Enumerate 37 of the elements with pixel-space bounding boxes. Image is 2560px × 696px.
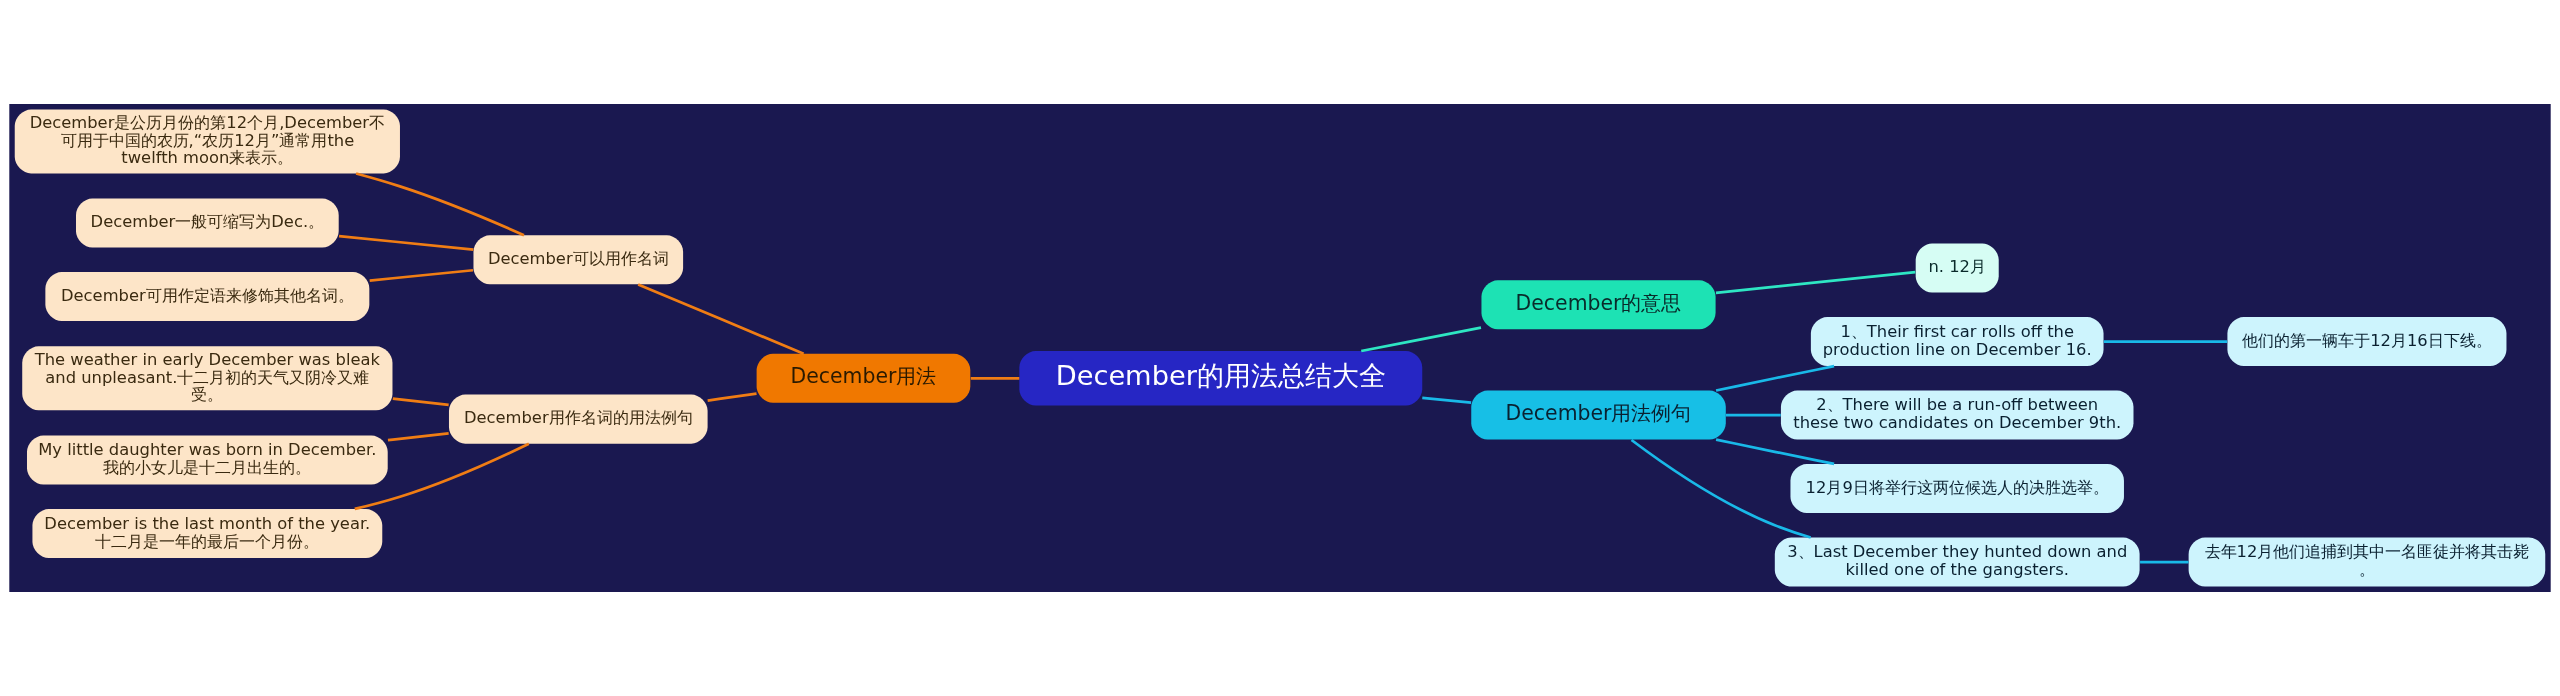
connector xyxy=(1422,396,1472,405)
connector xyxy=(1715,364,1835,392)
node-box: December用法例句 xyxy=(1471,390,1726,440)
node-box: December的用法总结大全 xyxy=(1019,351,1423,406)
node-box: December可用作定语来修饰其他名词。 xyxy=(45,272,370,322)
connector xyxy=(1715,438,1835,466)
node-box: 12月9日将举行这两位候选人的决胜选举。 xyxy=(1790,464,2124,514)
node-box: 1、Their first car rolls off the production line on December 16. xyxy=(1810,317,2104,367)
node-box: n. 12月 xyxy=(1915,243,1999,293)
node-box: 他们的第一辆车于12月16日下线。 xyxy=(2227,317,2507,367)
connector xyxy=(1715,270,1916,295)
node-box: December is the last month of the year.十二月是一年的最后一个月份。 xyxy=(32,508,383,558)
node-box: December用法 xyxy=(756,353,971,403)
connector xyxy=(355,172,525,237)
connector xyxy=(1361,326,1482,353)
connector xyxy=(970,376,1020,380)
connector xyxy=(392,397,449,407)
connector xyxy=(2103,340,2228,343)
connector xyxy=(1630,438,1812,539)
node-box: December一般可缩写为Dec.。 xyxy=(76,198,339,248)
node-box: December是公历月份的第12个月,December不可用于中国的农历,“农历12月”通常用the twelfth moon来表示。 xyxy=(14,109,400,174)
connector xyxy=(1725,413,1781,417)
connector xyxy=(707,392,757,402)
connector xyxy=(338,234,474,251)
connector xyxy=(387,432,449,442)
connector xyxy=(637,283,805,356)
connector xyxy=(2140,560,2189,564)
node-box: 3、Last December they hunted down and killed one of the gangsters. xyxy=(1774,537,2140,587)
node-box: My little daughter was born in December.我的小女儿是十二月出生的。 xyxy=(27,435,388,485)
node-box: 去年12月他们追捕到其中一名匪徒并将其击毙。 xyxy=(2188,537,2546,587)
node-box: 2、There will be a run-off between these two candidates on December 9th. xyxy=(1780,390,2134,440)
connector xyxy=(369,268,474,282)
node-box: December的意思 xyxy=(1481,280,1716,330)
node-box: December用作名词的用法例句 xyxy=(448,394,708,444)
node-box: December可以用作名词 xyxy=(473,235,684,285)
node-box: The weather in early December was bleak and unpleasant.十二月初的天气又阴冷又难受。 xyxy=(22,346,393,411)
connector xyxy=(354,442,530,511)
